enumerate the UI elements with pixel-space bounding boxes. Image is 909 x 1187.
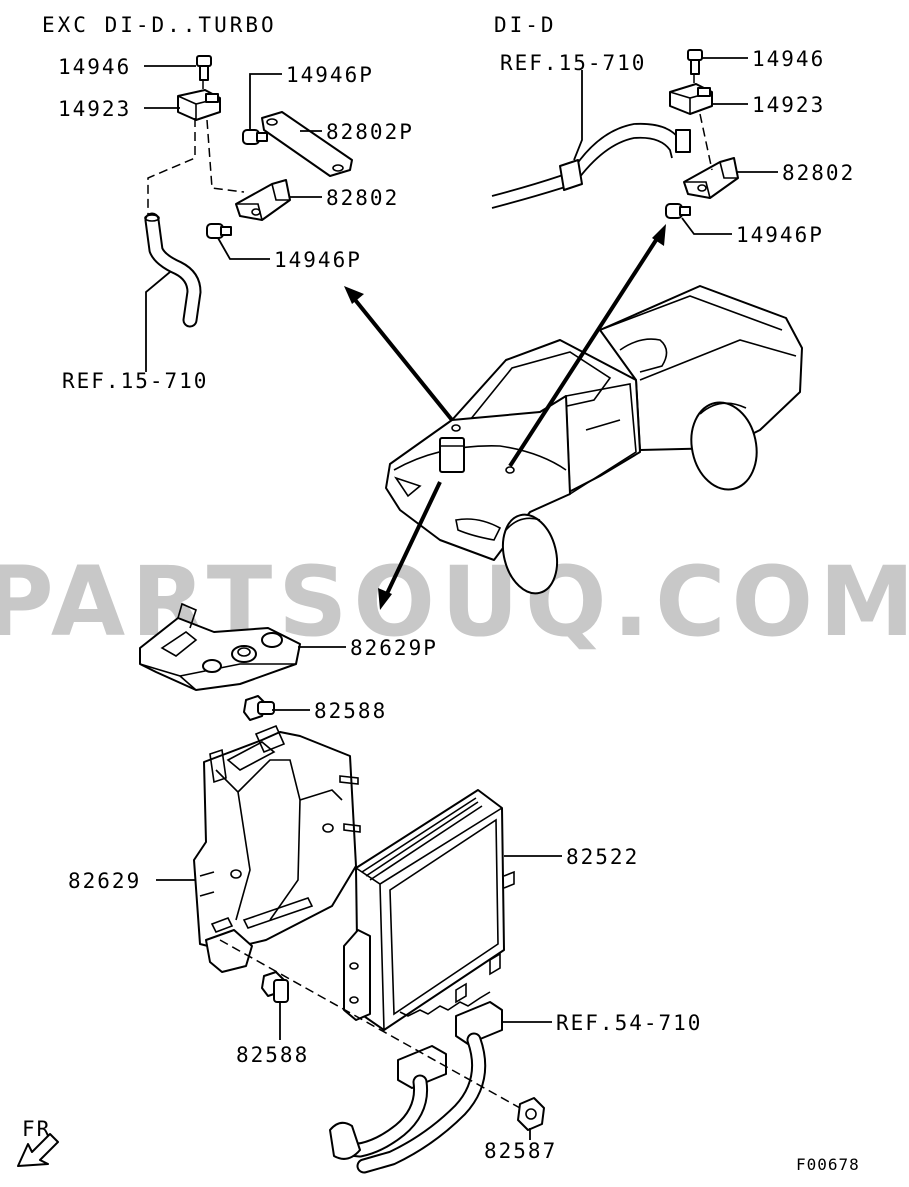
right-sensor-group: REF.15-710 14946 14923 82802 14946P (491, 47, 855, 247)
label-14946p-top-left: 14946P (286, 63, 374, 87)
label-82802-right: 82802 (782, 161, 855, 185)
pickup-truck (385, 285, 803, 595)
label-82588-bottom: 82588 (236, 1043, 309, 1067)
front-direction-indicator: FR (17, 1117, 59, 1167)
label-ref15710-right: REF.15-710 (500, 51, 646, 75)
arrow-to-right-group (508, 232, 662, 468)
bracket-82802-right[interactable] (683, 157, 739, 199)
bracket-82802-left[interactable] (235, 179, 291, 221)
fr-label: FR (22, 1117, 51, 1141)
left-sensor-group: 14946 14923 14946P 82802P 82802 14946P R… (58, 55, 414, 393)
fr-arrow-icon (17, 1133, 59, 1167)
guide-line-bracket-left (206, 119, 245, 193)
bolt-14946p-top-left[interactable] (242, 129, 268, 145)
label-14946-left: 14946 (58, 55, 131, 79)
bolt-82588-top[interactable] (243, 695, 275, 721)
label-14946-right: 14946 (752, 47, 825, 71)
arrowhead-ecu-group (378, 588, 392, 610)
label-82522: 82522 (566, 845, 639, 869)
guide-line-ecu-nut (219, 939, 521, 1109)
arrowhead-left-group (344, 286, 364, 304)
guide-line-hose-left (147, 118, 196, 214)
leader-ref15710-right (573, 70, 583, 161)
label-82802-left: 82802 (326, 186, 399, 210)
header-di-d: DI-D (494, 13, 557, 37)
leader-ref15710-left (145, 271, 171, 372)
bracket-82629p[interactable] (139, 602, 301, 691)
figure-code: F00678 (796, 1155, 860, 1174)
boost-sensor-14923-left[interactable] (177, 89, 221, 121)
bolt-14946-left[interactable] (196, 55, 212, 81)
guide-line-bracket-right (699, 113, 713, 171)
arrow-to-ecu-group (382, 481, 442, 601)
label-14946p-mid-left: 14946P (274, 248, 362, 272)
vacuum-hose-left[interactable] (144, 212, 202, 328)
arrowhead-right-group (652, 224, 666, 246)
label-ref54710: REF.54-710 (556, 1011, 702, 1035)
label-82587: 82587 (484, 1139, 557, 1163)
bolt-14946p-mid-left[interactable] (206, 223, 232, 239)
arrow-to-left-group (350, 294, 454, 422)
leader-14946p-right (681, 217, 732, 235)
label-14923-left: 14923 (58, 97, 131, 121)
wiring-harness-connectors[interactable] (329, 1001, 503, 1174)
label-14946p-right: 14946P (736, 223, 824, 247)
vacuum-hose-right[interactable] (491, 122, 691, 209)
label-82629p: 82629P (350, 636, 438, 660)
header-exc-di-d-turbo: EXC DI-D..TURBO (42, 13, 277, 37)
leader-14946p-top-left (249, 73, 282, 130)
leader-14946p-mid-left (217, 237, 270, 260)
label-82588-top: 82588 (314, 699, 387, 723)
bolt-14946p-right[interactable] (665, 203, 691, 219)
locator-arrows (344, 224, 666, 610)
bolt-14946-right[interactable] (687, 49, 703, 75)
nut-82587[interactable] (517, 1097, 545, 1131)
label-ref15710-left: REF.15-710 (62, 369, 208, 393)
bracket-82802p-left[interactable] (261, 111, 353, 177)
watermark-text: PARTSOUQ.COM (0, 546, 909, 658)
label-82629: 82629 (68, 869, 141, 893)
ecu-bracket-82629[interactable] (193, 724, 361, 973)
label-14923-right: 14923 (752, 93, 825, 117)
boost-sensor-14923-right[interactable] (669, 83, 713, 115)
engine-ecu-82522[interactable] (343, 789, 515, 1031)
label-82802p-left: 82802P (326, 120, 414, 144)
